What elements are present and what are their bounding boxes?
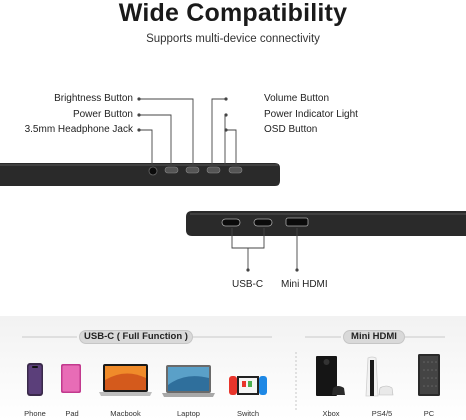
power-indicator-label: Power Indicator Light bbox=[264, 109, 358, 120]
device-label-ps45: PS4/5 bbox=[371, 409, 393, 418]
xbox-icon bbox=[316, 356, 345, 396]
device-label-switch: Switch bbox=[236, 409, 260, 418]
laptop-icon bbox=[162, 365, 215, 397]
headphone-jack-label: 3.5mm Headphone Jack bbox=[24, 124, 133, 135]
brightness-button-shape bbox=[164, 166, 179, 174]
device-label-macbook: Macbook bbox=[110, 409, 141, 418]
usbc-group-pill: USB-C ( Full Function ) bbox=[79, 330, 193, 344]
power-button-label: Power Button bbox=[72, 109, 133, 120]
usbc-port-1 bbox=[221, 218, 241, 227]
pc-icon bbox=[418, 354, 440, 396]
headphone-jack bbox=[148, 166, 158, 176]
volume-button-shape bbox=[206, 166, 221, 174]
device-label-laptop: Laptop bbox=[177, 409, 200, 418]
switch-icon bbox=[229, 376, 267, 395]
phone-icon bbox=[27, 363, 43, 396]
usbc-port-2 bbox=[253, 218, 273, 227]
power-button-shape bbox=[185, 166, 200, 174]
pad-icon bbox=[61, 364, 81, 393]
page-title: Wide Compatibility bbox=[118, 0, 348, 27]
mini-hdmi-port bbox=[285, 217, 309, 227]
device-label-phone: Phone bbox=[24, 409, 46, 418]
volume-button-label: Volume Button bbox=[264, 93, 330, 104]
device-label-pc: PC bbox=[423, 409, 435, 418]
osd-button-label: OSD Button bbox=[264, 124, 318, 135]
macbook-icon bbox=[99, 364, 152, 396]
hdmi-group-pill: Mini HDMI bbox=[343, 330, 405, 344]
ps5-icon bbox=[365, 356, 394, 397]
brightness-button-label: Brightness Button bbox=[54, 93, 133, 104]
page-subtitle: Supports multi-device connectivity bbox=[146, 33, 320, 45]
device-label-xbox: Xbox bbox=[322, 409, 340, 418]
osd-button-shape bbox=[228, 166, 243, 174]
monitor-side-diagram bbox=[0, 97, 466, 272]
usbc-port-label: USB-C bbox=[232, 279, 264, 290]
monitor-bottom-body bbox=[186, 211, 466, 236]
device-label-pad: Pad bbox=[65, 409, 79, 418]
mini-hdmi-port-label: Mini HDMI bbox=[281, 279, 328, 290]
